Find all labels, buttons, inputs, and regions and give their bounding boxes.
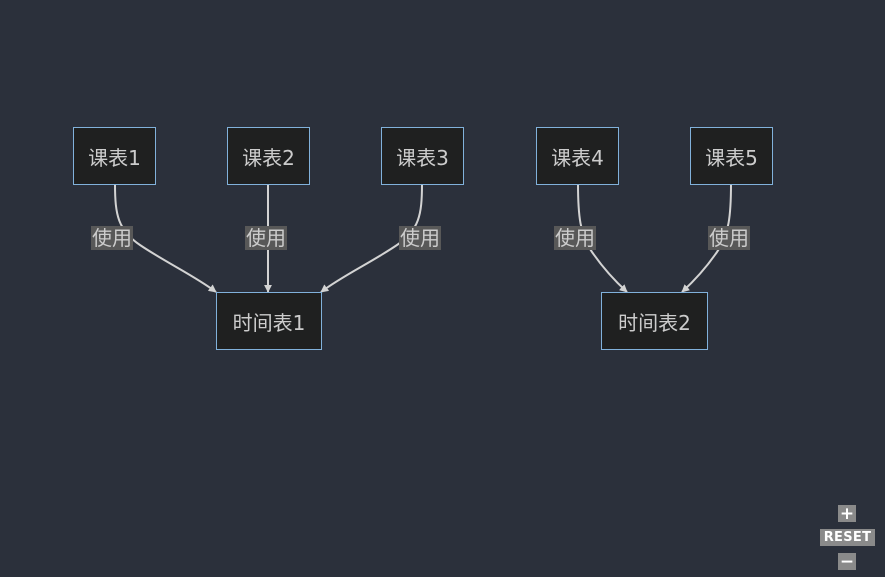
edge-label-s3-t1: 使用: [399, 226, 441, 250]
edge-s1-t1: [114, 183, 217, 293]
node-schedule-2[interactable]: 课表2: [227, 127, 310, 185]
node-timetable-1[interactable]: 时间表1: [216, 292, 322, 350]
edge-label-s2-t1: 使用: [245, 226, 287, 250]
edge-s4-t2: [577, 183, 628, 293]
edge-s5-t2: [681, 183, 732, 293]
node-schedule-4[interactable]: 课表4: [536, 127, 619, 185]
edge-label-s1-t1: 使用: [91, 226, 133, 250]
node-schedule-5[interactable]: 课表5: [690, 127, 773, 185]
zoom-reset-button[interactable]: RESET: [820, 529, 875, 546]
edge-label-s4-t2: 使用: [554, 226, 596, 250]
node-schedule-3[interactable]: 课表3: [381, 127, 464, 185]
node-schedule-1[interactable]: 课表1: [73, 127, 156, 185]
zoom-in-button[interactable]: +: [838, 503, 856, 524]
zoom-out-button[interactable]: −: [838, 551, 856, 572]
edge-s3-t1: [320, 183, 423, 293]
node-timetable-2[interactable]: 时间表2: [601, 292, 708, 350]
edge-label-s5-t2: 使用: [708, 226, 750, 250]
